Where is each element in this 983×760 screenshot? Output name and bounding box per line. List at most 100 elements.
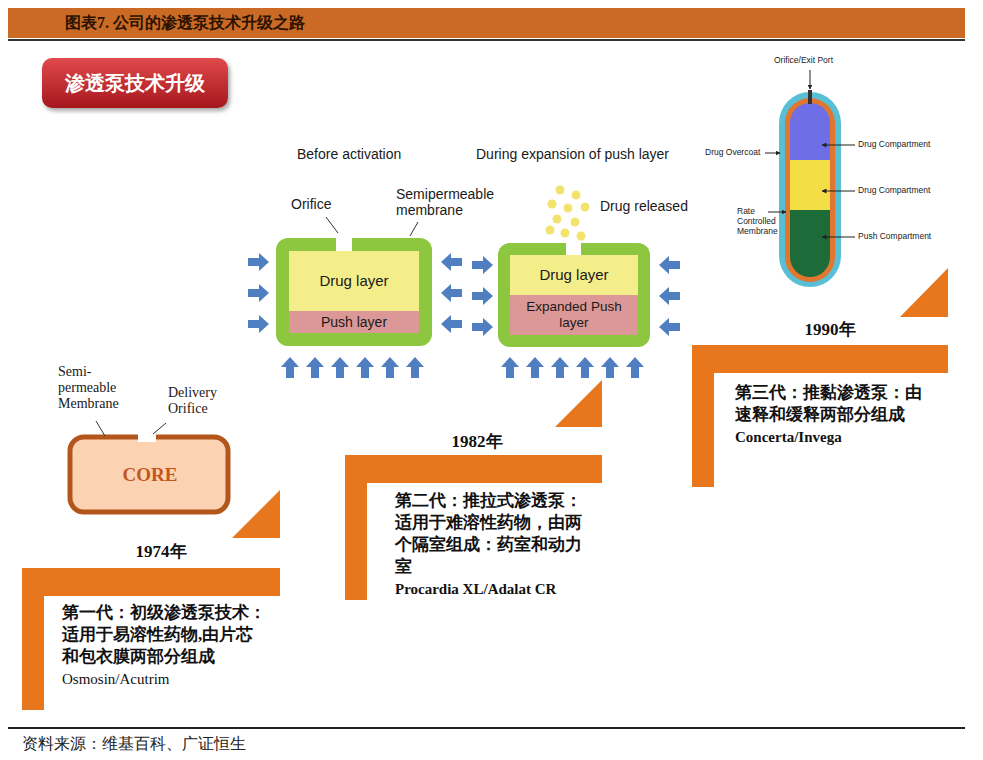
water-arrow: [526, 357, 544, 378]
drug-dot: [581, 203, 590, 212]
released-drug-dots: [546, 186, 590, 241]
leader-line: [410, 222, 418, 236]
generation-description: 第三代：推黏渗透泵：由速释和缓释两部分组成: [735, 382, 924, 426]
drug-dot: [556, 186, 565, 195]
part-label: Drug released: [600, 198, 688, 214]
push-pull-tablet-before: [248, 217, 462, 378]
figure-title: 图表7. 公司的渗透泵技术升级之路: [65, 8, 305, 38]
part-label: Drug Compartment: [858, 186, 930, 196]
generation-description: 第二代：推拉式渗透泵：适用于难溶性药物，由两个隔室组成：药室和动力室: [395, 490, 584, 578]
generation-step: 1990年第三代：推黏渗透泵：由速释和缓释两部分组成Concerta/Inveg…: [716, 316, 944, 466]
layer-label: Drug layer: [539, 266, 608, 283]
part-label: Orifice/Exit Port: [774, 56, 833, 66]
push-pull-tablet-after: [472, 186, 680, 379]
header-rule: [8, 39, 965, 41]
product-names: Concerta/Invega: [735, 426, 924, 448]
rate-controlled-membrane: [785, 98, 835, 282]
core-label-text: CORE: [123, 464, 178, 486]
water-arrow: [472, 256, 493, 274]
part-label: Semi- permeable Membrane: [58, 364, 142, 412]
pointer-arrow: [765, 153, 780, 154]
drug-layer: Drug layer: [510, 255, 638, 295]
generation-description: 第一代：初级渗透泵技术：适用于易溶性药物,由片芯和包衣膜两部分组成: [62, 602, 268, 668]
drug-dot: [571, 218, 580, 227]
year-label: 1974年: [116, 540, 206, 564]
drug-dot: [564, 204, 573, 213]
water-arrow: [551, 357, 569, 378]
part-label: Push Compartment: [858, 232, 931, 242]
drug-dot: [546, 226, 555, 235]
step-body: 第一代：初级渗透泵技术：适用于易溶性药物,由片芯和包衣膜两部分组成Osmosin…: [62, 602, 268, 690]
layer-label: Push layer: [321, 314, 387, 330]
year-label: 1982年: [432, 430, 522, 454]
drug-layer: Drug layer: [289, 251, 419, 311]
step-post: [345, 455, 367, 600]
pointer-arrow: [822, 191, 855, 192]
water-arrow: [472, 287, 493, 305]
water-arrow: [659, 256, 680, 274]
step-body: 第二代：推拉式渗透泵：适用于难溶性药物，由两个隔室组成：药室和动力室Procar…: [395, 490, 584, 600]
semipermeable-membrane: [498, 243, 650, 347]
compartments: [790, 103, 830, 277]
section-button: 渗透泵技术升级: [42, 58, 228, 108]
leader-line: [153, 423, 166, 434]
step-triangle: [900, 268, 948, 317]
button-label: 渗透泵技术升级: [65, 72, 205, 95]
part-label: Rate Controlled Membrane: [737, 207, 785, 236]
step-post: [692, 345, 714, 487]
water-arrow: [381, 357, 399, 378]
exit-port: [808, 90, 812, 104]
step-triangle: [232, 490, 280, 538]
drug-dot: [577, 232, 586, 241]
leader-line: [96, 421, 105, 436]
part-label: Orifice: [291, 196, 331, 212]
step-triangle: [555, 380, 602, 427]
semipermeable-membrane: [276, 238, 432, 346]
water-arrow: [441, 315, 462, 333]
push-layer: Expanded Push layer: [510, 295, 638, 335]
drug-overcoat: [779, 92, 841, 287]
generation-step: 1974年第一代：初级渗透泵技术：适用于易溶性药物,由片芯和包衣膜两部分组成Os…: [46, 538, 286, 708]
drug-compartment: [790, 160, 830, 210]
step-bar: [22, 568, 280, 596]
water-arrow: [576, 357, 594, 378]
pointer-arrow: [822, 237, 855, 238]
drug-dot: [572, 191, 581, 200]
state-heading: Before activation: [297, 146, 401, 162]
push-stick-capsule: [765, 70, 855, 287]
layer-label: Drug layer: [319, 272, 388, 289]
drug-compartment: [790, 103, 830, 160]
tablet-body: [70, 437, 228, 512]
water-arrow: [626, 357, 644, 378]
step-bar: [692, 345, 948, 373]
drug-dot: [561, 229, 570, 238]
timeline-steps: [22, 268, 948, 710]
pointer-arrow: [822, 145, 855, 146]
drug-dot: [548, 200, 557, 209]
water-arrow: [659, 287, 680, 305]
core-tablet: [70, 421, 228, 512]
orifice: [566, 241, 581, 255]
water-arrow: [356, 357, 374, 378]
step-bar: [345, 455, 602, 483]
state-heading: During expansion of push layer: [476, 146, 669, 162]
pointer-arrow: [810, 70, 811, 89]
part-label: Delivery Orifice: [168, 385, 240, 417]
product-names: Osmosin/Acutrim: [62, 668, 268, 690]
water-arrow: [472, 318, 493, 336]
water-arrow: [441, 253, 462, 271]
generation-step: 1982年第二代：推拉式渗透泵：适用于难溶性药物，由两个隔室组成：药室和动力室P…: [370, 428, 605, 604]
footer-rule: [8, 727, 965, 729]
water-arrow: [281, 357, 299, 378]
part-label: Drug Overcoat: [705, 148, 760, 158]
year-label: 1990年: [785, 318, 875, 342]
push-compartment: [790, 210, 830, 277]
water-arrow: [248, 253, 269, 271]
water-arrow: [406, 357, 424, 378]
core-label: CORE: [80, 452, 220, 498]
water-arrow: [306, 357, 324, 378]
water-arrow: [248, 315, 269, 333]
layer-label: Expanded Push layer: [512, 299, 636, 330]
